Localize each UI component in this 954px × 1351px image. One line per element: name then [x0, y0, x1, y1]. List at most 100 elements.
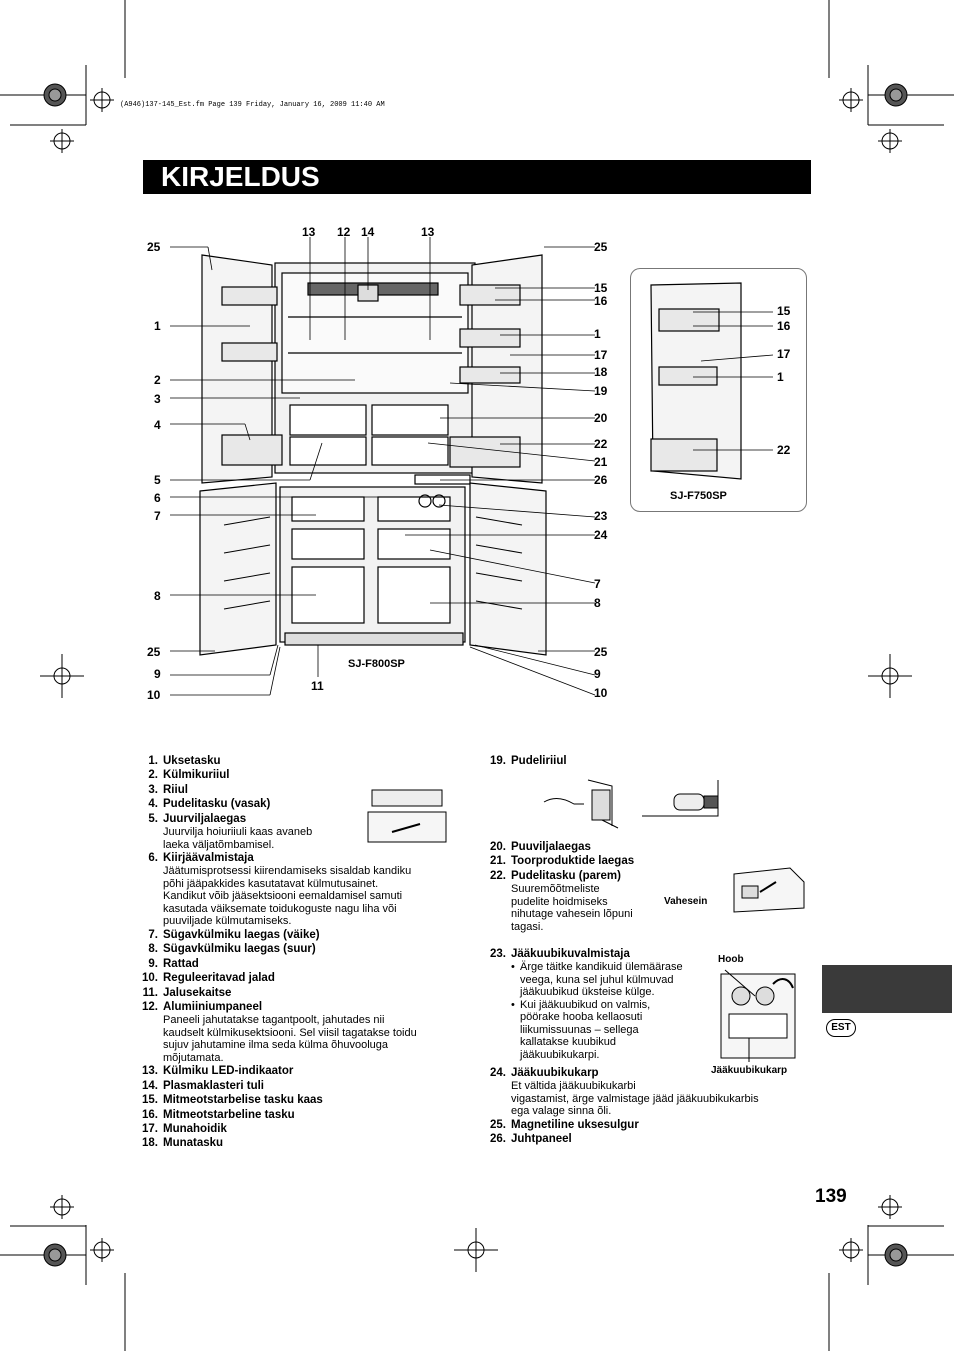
callout-top: 13: [421, 225, 435, 239]
side-callout: 22: [777, 443, 791, 457]
ice-maker-illustration: [720, 969, 796, 1062]
list-item: 4.Pudelitasku (vasak): [148, 798, 271, 811]
parts-list-left: 1.Uksetasku 2.Külmikuriiul 3.Riiul 4.Pud…: [132, 754, 467, 1151]
list-item: 25.Magnetiline uksesulgur: [490, 1118, 639, 1131]
item-description: sujuv jahutamine ilma seda külma õhuvool…: [163, 1039, 389, 1052]
callout-right: 16: [594, 294, 608, 308]
list-item: 7.Sügavkülmiku laegas (väike): [148, 928, 320, 941]
callout-top: 12: [337, 225, 351, 239]
item-description: kasutada väiksemate toidukoguste nagu li…: [163, 902, 397, 915]
callout-left: 2: [154, 373, 161, 387]
item-description: tagasi.: [511, 920, 544, 933]
door-diagram: [650, 282, 774, 480]
item-description: mõjutamata.: [163, 1051, 224, 1064]
item-description: ega valage sinna õli.: [511, 1105, 612, 1118]
item-description: nihutage vahesein lõpuni: [511, 908, 633, 921]
bullet-continuation: jääkuubikukarpi.: [520, 1048, 600, 1061]
bottle-shelf-illustration-1: [543, 779, 619, 829]
page-number: 139: [815, 1186, 847, 1207]
label-jaakuubikukarp: Jääkuubikukarp: [711, 1065, 788, 1076]
list-item: 8.Sügavkülmiku laegas (suur): [148, 943, 316, 956]
callout-right: 7: [594, 577, 601, 591]
side-callout: 15: [777, 304, 791, 318]
list-item: 9.Rattad: [148, 957, 199, 970]
callout-left: 4: [154, 418, 161, 432]
parts-list-right-a: 20.Puuviljalaegas 21.Toorproduktide laeg…: [480, 840, 720, 933]
title-bar: KIRJELDUS: [143, 160, 811, 194]
list-item: 10.Reguleeritavad jalad: [142, 972, 275, 985]
callout-right: 8: [594, 596, 601, 610]
list-item: 1.Uksetasku: [148, 755, 221, 767]
bottle-shelf-illustration-2: [642, 780, 719, 817]
callout-right: 24: [594, 528, 608, 542]
bullet-continuation: veega, kuna sel juhul külmuvad: [520, 973, 674, 986]
callout-top: 13: [302, 225, 316, 239]
callout-left: 25: [147, 240, 161, 254]
callout-left: 1: [154, 319, 161, 333]
list-item: 3.Riiul: [148, 783, 188, 796]
list-item: 17.Munahoidik: [142, 1123, 227, 1135]
item-description: põhi jääpakkides kasutatavat külmutusain…: [163, 877, 379, 890]
list-item: 13.Külmiku LED-indikaator: [142, 1065, 294, 1078]
callout-right: 19: [594, 384, 608, 398]
item-description: Kandikut võib jääsektsiooni eemaldamisel…: [163, 890, 403, 903]
item-description: Suuremõõtmeliste: [511, 883, 600, 896]
vegetable-drawer-illustration: [367, 789, 447, 843]
side-callout: 1: [777, 370, 784, 384]
callout-right: 23: [594, 509, 608, 523]
callout-left: 10: [147, 688, 161, 702]
callout-right: 15: [594, 281, 608, 295]
callout-right: 25: [594, 645, 608, 659]
section-tab: [822, 965, 952, 1013]
model-label-side: SJ-F750SP: [670, 490, 727, 502]
item-description: Jäätumisprotsessi kiirendamiseks sisalda…: [163, 865, 412, 878]
callout-right: 21: [594, 455, 608, 469]
list-item: 21.Toorproduktide laegas: [490, 855, 635, 868]
callout-right: 20: [594, 411, 608, 425]
list-item: 19.Pudeliriiul: [490, 755, 567, 767]
callout-left: 5: [154, 473, 161, 487]
list-item: 22.Pudelitasku (parem): [490, 869, 621, 882]
callout-right: 22: [594, 437, 608, 451]
callout-left: 7: [154, 509, 161, 523]
list-item: 6.Kiirjäävalmistaja: [148, 852, 254, 865]
list-item: 14.Plasmaklasteri tuli: [142, 1079, 264, 1092]
callout-left: 3: [154, 392, 161, 406]
callout-left: 9: [154, 667, 161, 681]
list-item: 11.Jalusekaitse: [142, 986, 232, 999]
bullet-item: •Kui jääkuubikud on valmis,: [511, 998, 651, 1011]
callout-left: 8: [154, 589, 161, 603]
item-description: puuviljade külmutamiseks.: [163, 915, 292, 928]
callout-right: 1: [594, 327, 601, 341]
list-item: 2.Külmikuriiul: [148, 769, 230, 782]
language-badge: EST: [826, 1019, 856, 1037]
divider-illustration: [733, 867, 805, 913]
file-info: (A946)137-145_Est.fm Page 139 Friday, Ja…: [120, 101, 385, 109]
bullet-continuation: jääkuubikud üksteise külge.: [520, 986, 655, 999]
side-callout: 16: [777, 319, 791, 333]
side-diagram-box: 15 16 17 1 22 SJ-F750SP: [630, 268, 807, 512]
bullet-continuation: liikumissuunas – sellega: [520, 1023, 639, 1036]
callout-right: 17: [594, 348, 608, 362]
list-item: 23.Jääkuubikuvalmistaja: [490, 948, 630, 960]
item-description: laeka väljatõmbamisel.: [163, 838, 275, 851]
side-callout: 17: [777, 347, 791, 361]
list-item: 15.Mitmeotstarbelise tasku kaas: [142, 1094, 323, 1107]
bullet-continuation: pöörake hooba kellaosuti: [520, 1011, 643, 1024]
callout-top: 14: [361, 225, 375, 239]
page-title: KIRJELDUS: [161, 161, 320, 192]
bullet-continuation: kallatakse kuubikud: [520, 1036, 617, 1049]
item-description: Paneeli jahutatakse tagantpoolt, jahutad…: [163, 1014, 385, 1027]
list-item: 16.Mitmeotstarbeline tasku: [142, 1108, 295, 1121]
item-description: Et vältida jääkuubikukarbi: [511, 1080, 636, 1093]
list-item: 12.Alumiiniumpaneel: [142, 1000, 263, 1013]
label-hoob: Hoob: [718, 954, 744, 965]
callout-left: 6: [154, 491, 161, 505]
callout-right: 26: [594, 473, 608, 487]
callout-right: 10: [594, 686, 608, 700]
callout-bottom: 11: [311, 679, 324, 693]
parts-list-23: 23.Jääkuubikuvalmistaja •Ärge täitke kan…: [480, 947, 720, 1061]
callout-left: 25: [147, 645, 161, 659]
list-item: 26.Juhtpaneel: [490, 1133, 572, 1146]
parts-list-19: 19.Pudeliriiul: [480, 754, 720, 768]
